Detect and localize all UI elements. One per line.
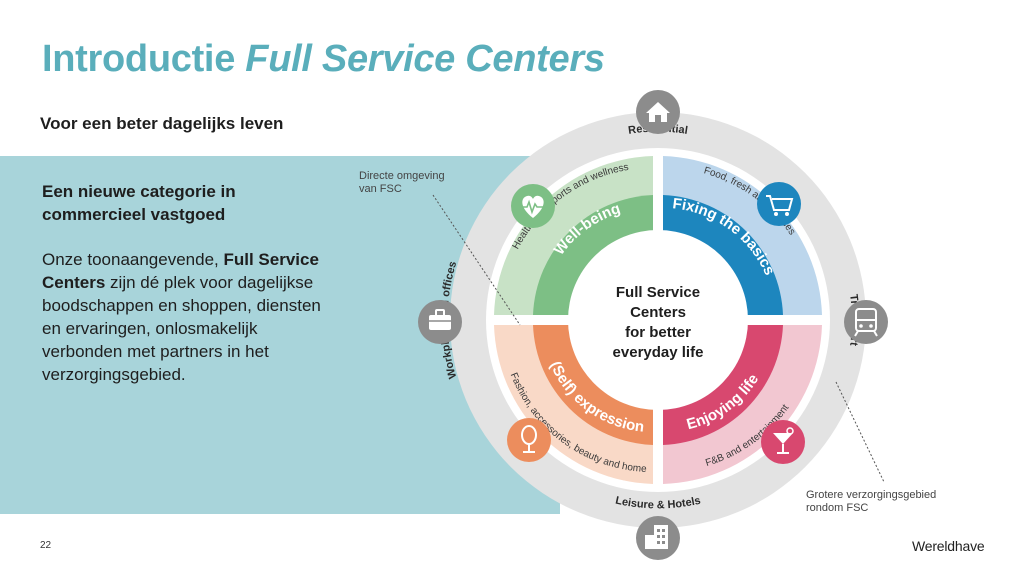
- title-italic: Full Service Centers: [245, 38, 605, 80]
- mirror-icon: [507, 418, 551, 462]
- cocktail-icon: [761, 420, 805, 464]
- slide-title: Introductie Full Service Centers: [42, 38, 605, 81]
- heart-pulse-icon: [511, 184, 555, 228]
- center-line-1: Full Service: [616, 284, 700, 301]
- center-line-3: for better: [625, 324, 691, 341]
- annotation-outer-area: Grotere verzorgingsgebied rondom FSC: [806, 489, 937, 514]
- title-plain: Introductie: [42, 38, 236, 80]
- house-icon: [636, 90, 680, 134]
- buildings-icon: [636, 516, 680, 560]
- outer-label-leisure-hotels: Leisure & Hotels: [614, 495, 702, 512]
- wereldhave-logo: Wereldhave: [912, 538, 985, 554]
- slide-subtitle: Voor een beter dagelijks leven: [40, 114, 284, 133]
- section-heading: Een nieuwe categorie in commercieel vast…: [42, 182, 236, 224]
- center-circle: [568, 230, 748, 410]
- center-line-2: Centers: [630, 304, 686, 321]
- page-number: 22: [40, 540, 52, 551]
- annotation-inner-area: Directe omgeving van FSC: [359, 170, 445, 195]
- train-icon: [844, 300, 888, 344]
- shopping-cart-icon: [757, 182, 801, 226]
- body-text-part1: Onze toonaangevende,: [42, 250, 224, 269]
- briefcase-icon: [418, 300, 462, 344]
- body-paragraph: Onze toonaangevende, Full Service Center…: [42, 248, 342, 386]
- body-text-part2: zijn dé plek voor dagelijkse boodschappe…: [42, 273, 321, 384]
- body-text-bold: Full Service Centers: [42, 250, 319, 292]
- annotation-outer-pointer: [835, 381, 885, 483]
- center-line-4: everyday life: [613, 344, 704, 361]
